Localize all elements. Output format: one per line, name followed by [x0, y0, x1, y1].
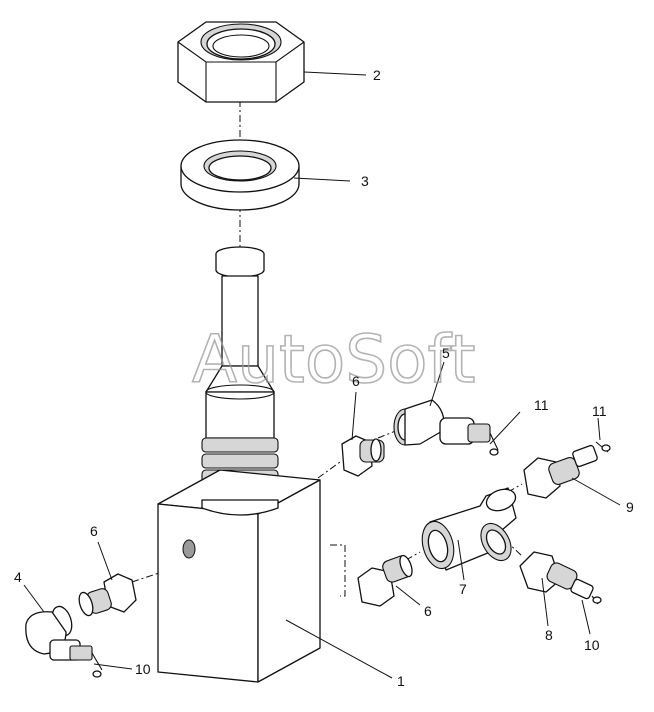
- callout-6-lower: 6: [424, 603, 432, 619]
- callout-11-middle: 11: [534, 397, 549, 413]
- callout-1: 1: [397, 673, 405, 689]
- callout-6-left: 6: [90, 523, 98, 539]
- adapter-lower: [357, 554, 413, 607]
- callout-3: 3: [361, 173, 369, 189]
- autosoft-watermark: AutoSoft: [192, 321, 475, 398]
- adapter-left: [78, 573, 137, 617]
- tee-fitting-7: [421, 487, 517, 571]
- callout-7: 7: [459, 581, 467, 597]
- valve-body: [157, 469, 321, 683]
- callout-9: 9: [626, 499, 634, 515]
- callout-4: 4: [14, 569, 22, 585]
- callout-8: 8: [545, 627, 553, 643]
- callout-6-upper: 6: [352, 373, 360, 389]
- callout-10-right: 10: [584, 637, 600, 653]
- callout-2: 2: [373, 67, 381, 83]
- washer: [180, 139, 300, 211]
- leader-lines: [23, 71, 621, 679]
- straight-fitting-9: [523, 441, 611, 499]
- callout-10-left: 10: [135, 661, 151, 677]
- hex-nut: [177, 21, 305, 103]
- callout-5: 5: [442, 345, 450, 361]
- port-hole: [182, 539, 196, 559]
- adapter-upper: [341, 435, 385, 477]
- callout-11-right: 11: [592, 403, 607, 419]
- straight-fitting-8: [519, 551, 602, 605]
- elbow-fitting-5: [393, 399, 499, 456]
- bracket-axis: [330, 544, 346, 597]
- center-axis-right: [317, 461, 341, 479]
- elbow-fitting-left: [25, 605, 103, 678]
